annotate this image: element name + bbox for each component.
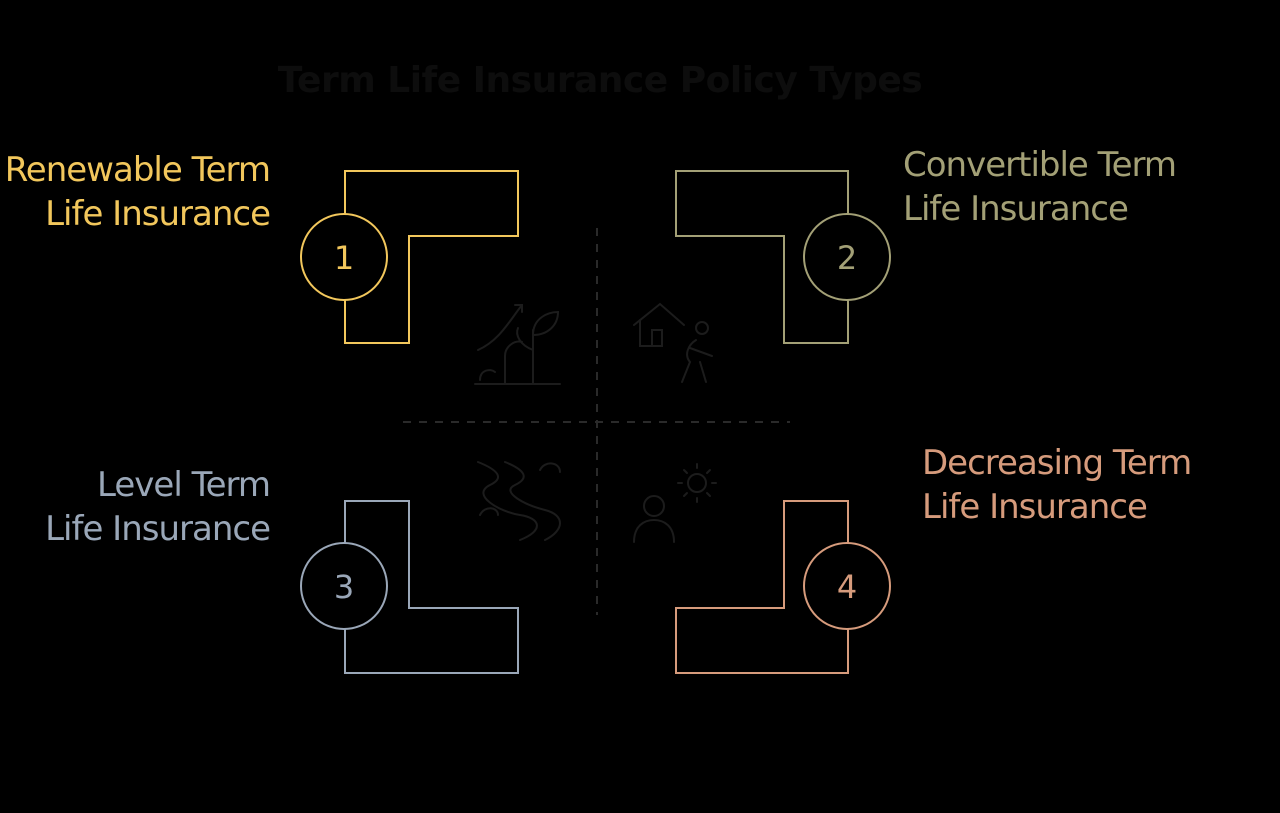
number-3: 3 bbox=[334, 568, 354, 606]
person-and-sun-icon bbox=[633, 463, 717, 543]
label-line-2: Life Insurance bbox=[903, 189, 1129, 229]
number-circle-2 bbox=[803, 213, 891, 301]
label-line-2: Life Insurance bbox=[45, 194, 271, 234]
corner-shape-4 bbox=[675, 500, 849, 674]
label-line-1: Level Term bbox=[97, 465, 271, 505]
corner-shape-1 bbox=[344, 170, 519, 344]
label-line-1: Renewable Term bbox=[4, 150, 271, 190]
corner-shape-2 bbox=[675, 170, 849, 344]
growing-plant-icon bbox=[474, 304, 561, 385]
label-level-term: Level Term Life Insurance bbox=[45, 463, 271, 551]
number-circle-4 bbox=[803, 542, 891, 630]
number-circle-3 bbox=[300, 542, 388, 630]
number-4: 4 bbox=[837, 568, 857, 606]
label-line-2: Life Insurance bbox=[922, 487, 1148, 527]
house-and-person-icon bbox=[633, 302, 713, 383]
diagram-title: Term Life Insurance Policy Types bbox=[277, 60, 923, 101]
number-circle-1 bbox=[300, 213, 388, 301]
label-line-1: Convertible Term bbox=[903, 145, 1177, 185]
label-renewable-term: Renewable Term Life Insurance bbox=[4, 148, 271, 236]
label-line-1: Decreasing Term bbox=[922, 443, 1192, 483]
label-line-2: Life Insurance bbox=[45, 509, 271, 549]
number-1: 1 bbox=[334, 239, 354, 277]
label-convertible-term: Convertible Term Life Insurance bbox=[903, 143, 1177, 231]
winding-road-icon bbox=[477, 461, 561, 541]
corner-shape-3 bbox=[344, 500, 519, 674]
number-2: 2 bbox=[837, 239, 857, 277]
label-decreasing-term: Decreasing Term Life Insurance bbox=[922, 441, 1192, 529]
